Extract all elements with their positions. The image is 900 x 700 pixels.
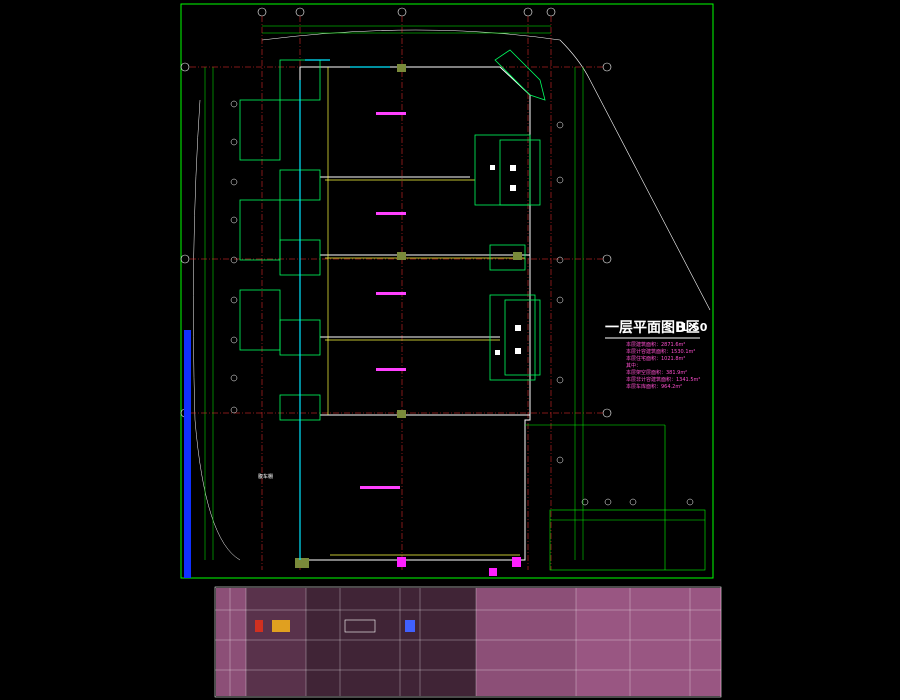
drawing-scale: 1:50	[680, 321, 708, 334]
top-axis-markers	[257, 7, 556, 17]
note-line-5: 本层架空层面积：381.9m²	[626, 369, 687, 376]
note-line-4: 其中：	[626, 362, 641, 369]
side-label: 腹车棚	[258, 473, 273, 480]
fixtures	[490, 165, 521, 355]
note-line-6: 本层非计容建筑面积：1341.5m²	[626, 376, 700, 383]
dimension-lines	[204, 25, 584, 560]
left-dimension-bubbles	[230, 100, 564, 464]
building-walls	[299, 66, 531, 561]
site-boundary	[261, 29, 711, 311]
room-labels	[360, 112, 406, 489]
note-line-2: 本层计容建筑面积：1530.1m²	[626, 348, 695, 355]
note-line-7: 本层车库面积：964.2m²	[626, 383, 682, 390]
yellow-beams	[325, 67, 525, 556]
structural-columns	[295, 64, 522, 568]
left-units	[239, 59, 321, 421]
title-block: 一层平面图B区 1:50 本层建筑面积：2871.6m² 本层计容建筑面积：15…	[605, 320, 708, 390]
blue-strip	[184, 330, 191, 578]
note-line-1: 本层建筑面积：2871.6m²	[626, 341, 685, 348]
lower-right-structure	[525, 424, 706, 571]
magenta-markers	[397, 557, 521, 576]
note-line-3: 本层住宅面积：1021.8m²	[626, 355, 685, 362]
cyan-details	[299, 59, 390, 560]
lower-right-bubbles	[581, 498, 694, 506]
left-axis-markers	[180, 62, 612, 418]
legend-table	[214, 586, 722, 698]
drawing-title: 一层平面图B区	[605, 320, 700, 336]
right-rooms	[474, 49, 546, 381]
drawing-frame	[180, 3, 714, 579]
site-boundary-left	[193, 99, 241, 561]
